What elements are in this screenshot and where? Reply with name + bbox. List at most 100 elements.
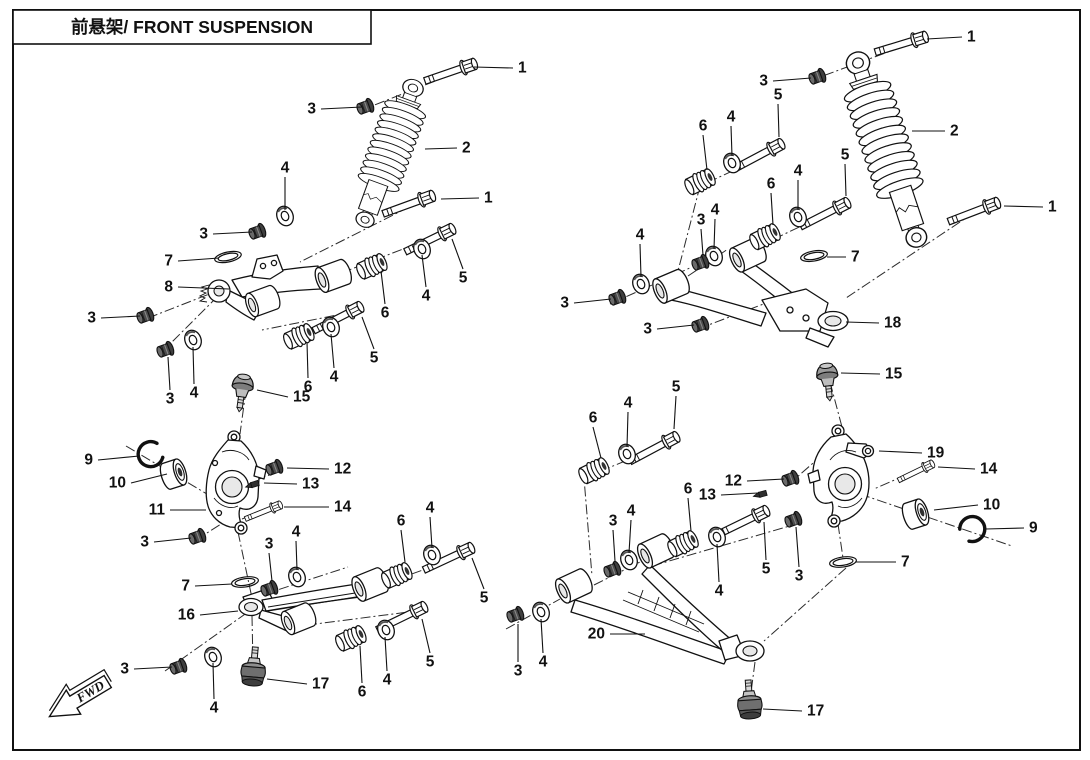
callout-4: 4 [715,543,724,600]
callout-leader [97,455,140,461]
callout-1: 1 [440,190,493,207]
callout-8: 8 [164,279,230,296]
callout-leader [199,610,239,616]
callout-7: 7 [855,554,910,571]
callout-17: 17 [266,676,329,693]
callout-3: 3 [759,73,812,90]
callout-number: 6 [397,513,406,530]
callout-leader [153,537,192,543]
callout-leader [844,163,847,197]
callout-number: 6 [589,410,598,427]
callout-leader [192,346,195,385]
callout-leader [926,36,963,40]
callout-number: 3 [87,310,96,327]
callout-number: 5 [426,654,435,671]
callout-number: 1 [484,190,493,207]
callout-leader [471,557,485,590]
callout-6: 6 [397,513,406,563]
callout-number: 4 [727,109,736,126]
callout-number: 3 [795,568,804,585]
callout-leader [687,497,692,532]
callout-number: 4 [624,395,633,412]
callout-leader [845,321,880,324]
callout-number: 20 [588,626,605,643]
callout-number: 8 [164,279,173,296]
callout-leader [177,257,220,262]
callout-number: 1 [518,60,527,77]
callout-number: 4 [422,288,431,305]
right-assembly [504,28,1004,721]
callout-5: 5 [762,521,771,578]
callout-4: 4 [421,254,431,305]
callout-leader [985,527,1025,530]
callout-number: 5 [370,350,379,367]
callout-number: 16 [178,607,196,624]
callout-number: 19 [927,445,945,462]
knuckle-right [807,424,875,528]
callout-number: 17 [807,703,824,720]
callout-number: 4 [330,369,339,386]
callout-4: 4 [539,618,548,671]
callout-4: 4 [624,395,633,448]
callout-number: 6 [381,305,390,322]
callout-leader [878,450,923,454]
callout-leader [656,324,695,330]
callout-number: 15 [293,389,311,406]
upper-arm-left [198,254,355,321]
callout-leader [626,411,629,448]
callout-3: 3 [87,310,141,327]
callout-4: 4 [330,333,339,386]
callout-leader [330,333,335,369]
callout-9: 9 [985,520,1038,537]
callout-6: 6 [699,118,708,171]
callout-4: 4 [794,163,803,210]
callout-4: 4 [711,202,720,250]
callout-leader [673,395,677,430]
callout-leader [702,134,708,171]
callout-number: 4 [636,227,645,244]
fwd-arrow-shadow [48,668,112,712]
callout-number: 6 [767,176,776,193]
callout-leader [700,228,704,256]
callout-number: 4 [292,524,301,541]
callout-leader [380,270,386,305]
callout-number: 4 [210,700,219,717]
callout-leader [266,678,308,685]
callout-10: 10 [109,473,168,492]
callout-leader [167,356,171,391]
callout-12: 12 [725,473,785,490]
callout-3: 3 [609,513,618,562]
callout-leader [628,519,632,554]
callout-4: 4 [210,662,219,717]
callout-number: 6 [358,684,367,701]
callout-leader [746,478,785,482]
callout-leader [306,341,309,379]
left-assembly [133,55,481,688]
callout-number: 4 [627,503,636,520]
callout-number: 4 [539,654,548,671]
callout-10: 10 [933,497,1000,514]
callout-leader [540,618,544,654]
callout-leader [473,66,514,69]
callout-leader [770,192,774,226]
callout-number: 10 [983,497,1000,514]
callout-20: 20 [588,626,645,643]
page-border [12,9,1081,751]
callout-15: 15 [256,389,311,406]
callout-number: 9 [84,452,93,469]
callout-14: 14 [284,499,352,516]
callout-number: 5 [841,147,850,164]
callout-3: 3 [199,226,253,243]
callout-leader [772,77,812,82]
callout-17: 17 [762,703,824,720]
callout-leader [100,315,141,319]
callout-leader [295,540,298,571]
callout-number: 3 [560,295,569,312]
knuckle-left [205,430,267,535]
callout-number: 3 [166,391,175,408]
callout-3: 3 [140,534,192,551]
callout-13: 13 [263,476,320,493]
callout-4: 4 [727,109,736,157]
